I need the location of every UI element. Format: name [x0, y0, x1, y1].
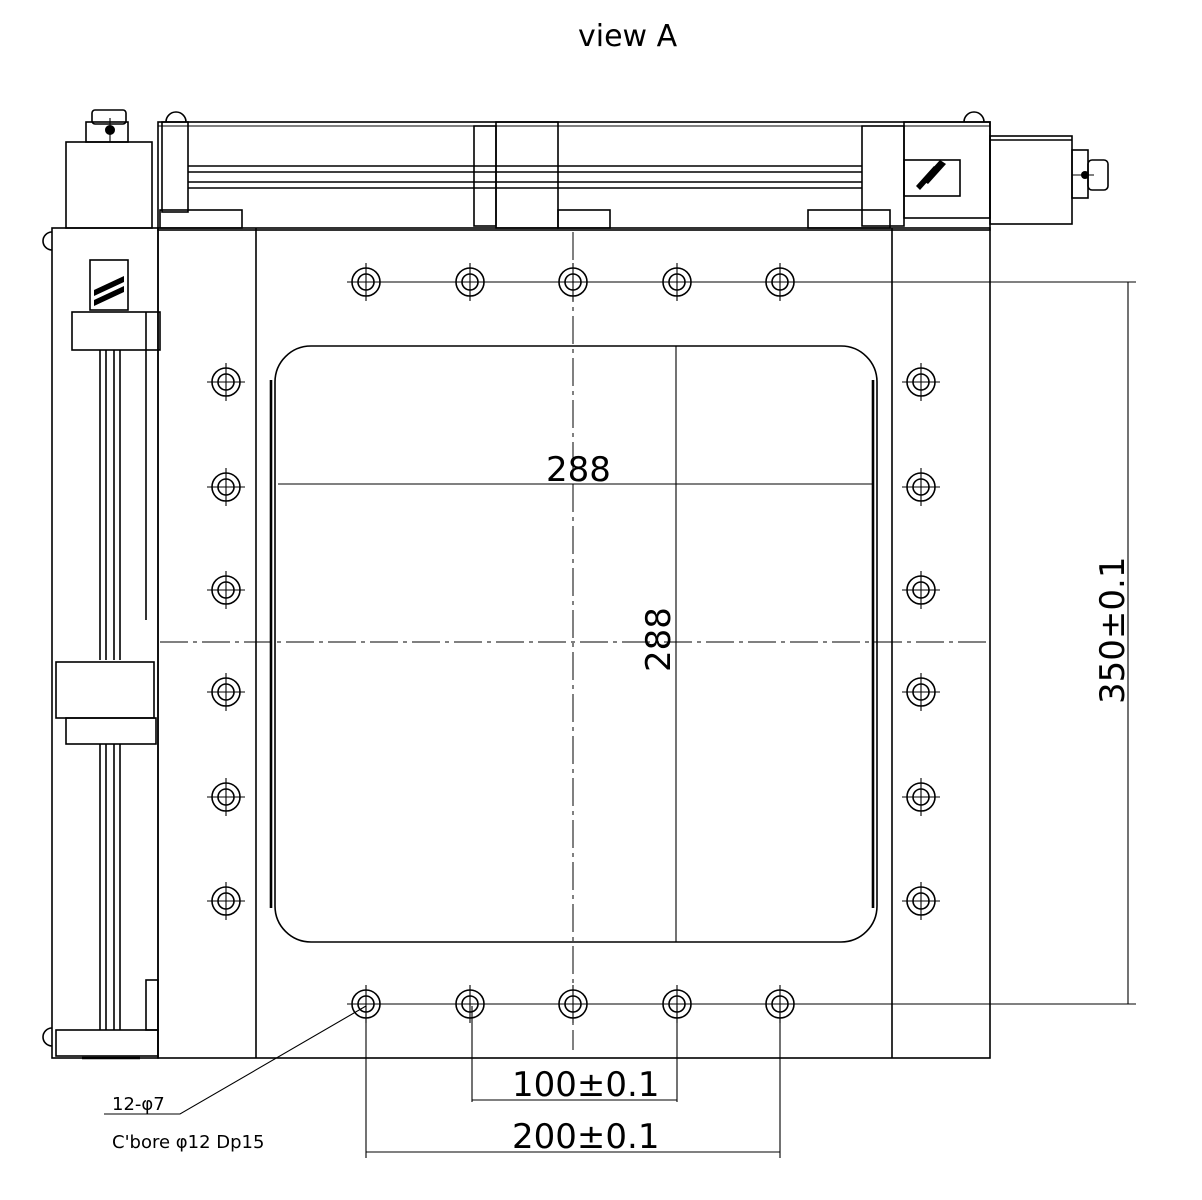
mounting-hole: [761, 985, 799, 1023]
center-lines: [160, 232, 990, 1050]
dimension-hole-spacing-large: 200±0.1: [512, 1117, 659, 1157]
dimension-lines: [104, 281, 1136, 1158]
mounting-hole: [554, 263, 592, 301]
mounting-hole: [554, 985, 592, 1023]
dimension-window-width: 288: [546, 450, 611, 490]
mounting-holes: [207, 263, 940, 1023]
mounting-hole: [902, 571, 940, 609]
mounting-hole: [902, 778, 940, 816]
dimension-hole-spacing-vertical: 350±0.1: [1093, 557, 1133, 704]
mounting-hole: [207, 571, 245, 609]
mounting-hole: [207, 363, 245, 401]
mounting-hole: [902, 468, 940, 506]
hole-callout-count: 12-φ7: [112, 1094, 165, 1115]
mounting-hole: [658, 985, 696, 1023]
mounting-hole: [761, 263, 799, 301]
mounting-hole: [902, 363, 940, 401]
mounting-hole: [207, 468, 245, 506]
hole-callout-counterbore: C'bore φ12 Dp15: [112, 1132, 264, 1153]
mounting-hole: [207, 778, 245, 816]
mounting-hole: [451, 985, 489, 1023]
mounting-hole: [207, 673, 245, 711]
mounting-hole: [902, 673, 940, 711]
mounting-hole: [658, 263, 696, 301]
view-title: view A: [578, 19, 678, 54]
left-drive-assembly: [42, 109, 161, 1060]
mounting-hole: [902, 882, 940, 920]
stage-plate: [157, 227, 991, 1059]
mounting-hole: [207, 882, 245, 920]
mounting-hole: [347, 985, 385, 1023]
central-aperture: [269, 345, 878, 943]
dimension-window-height: 288: [639, 607, 679, 672]
mounting-hole: [451, 263, 489, 301]
dimension-hole-spacing-small: 100±0.1: [512, 1065, 659, 1105]
top-drive-assembly: [157, 111, 1109, 231]
mounting-hole: [347, 263, 385, 301]
